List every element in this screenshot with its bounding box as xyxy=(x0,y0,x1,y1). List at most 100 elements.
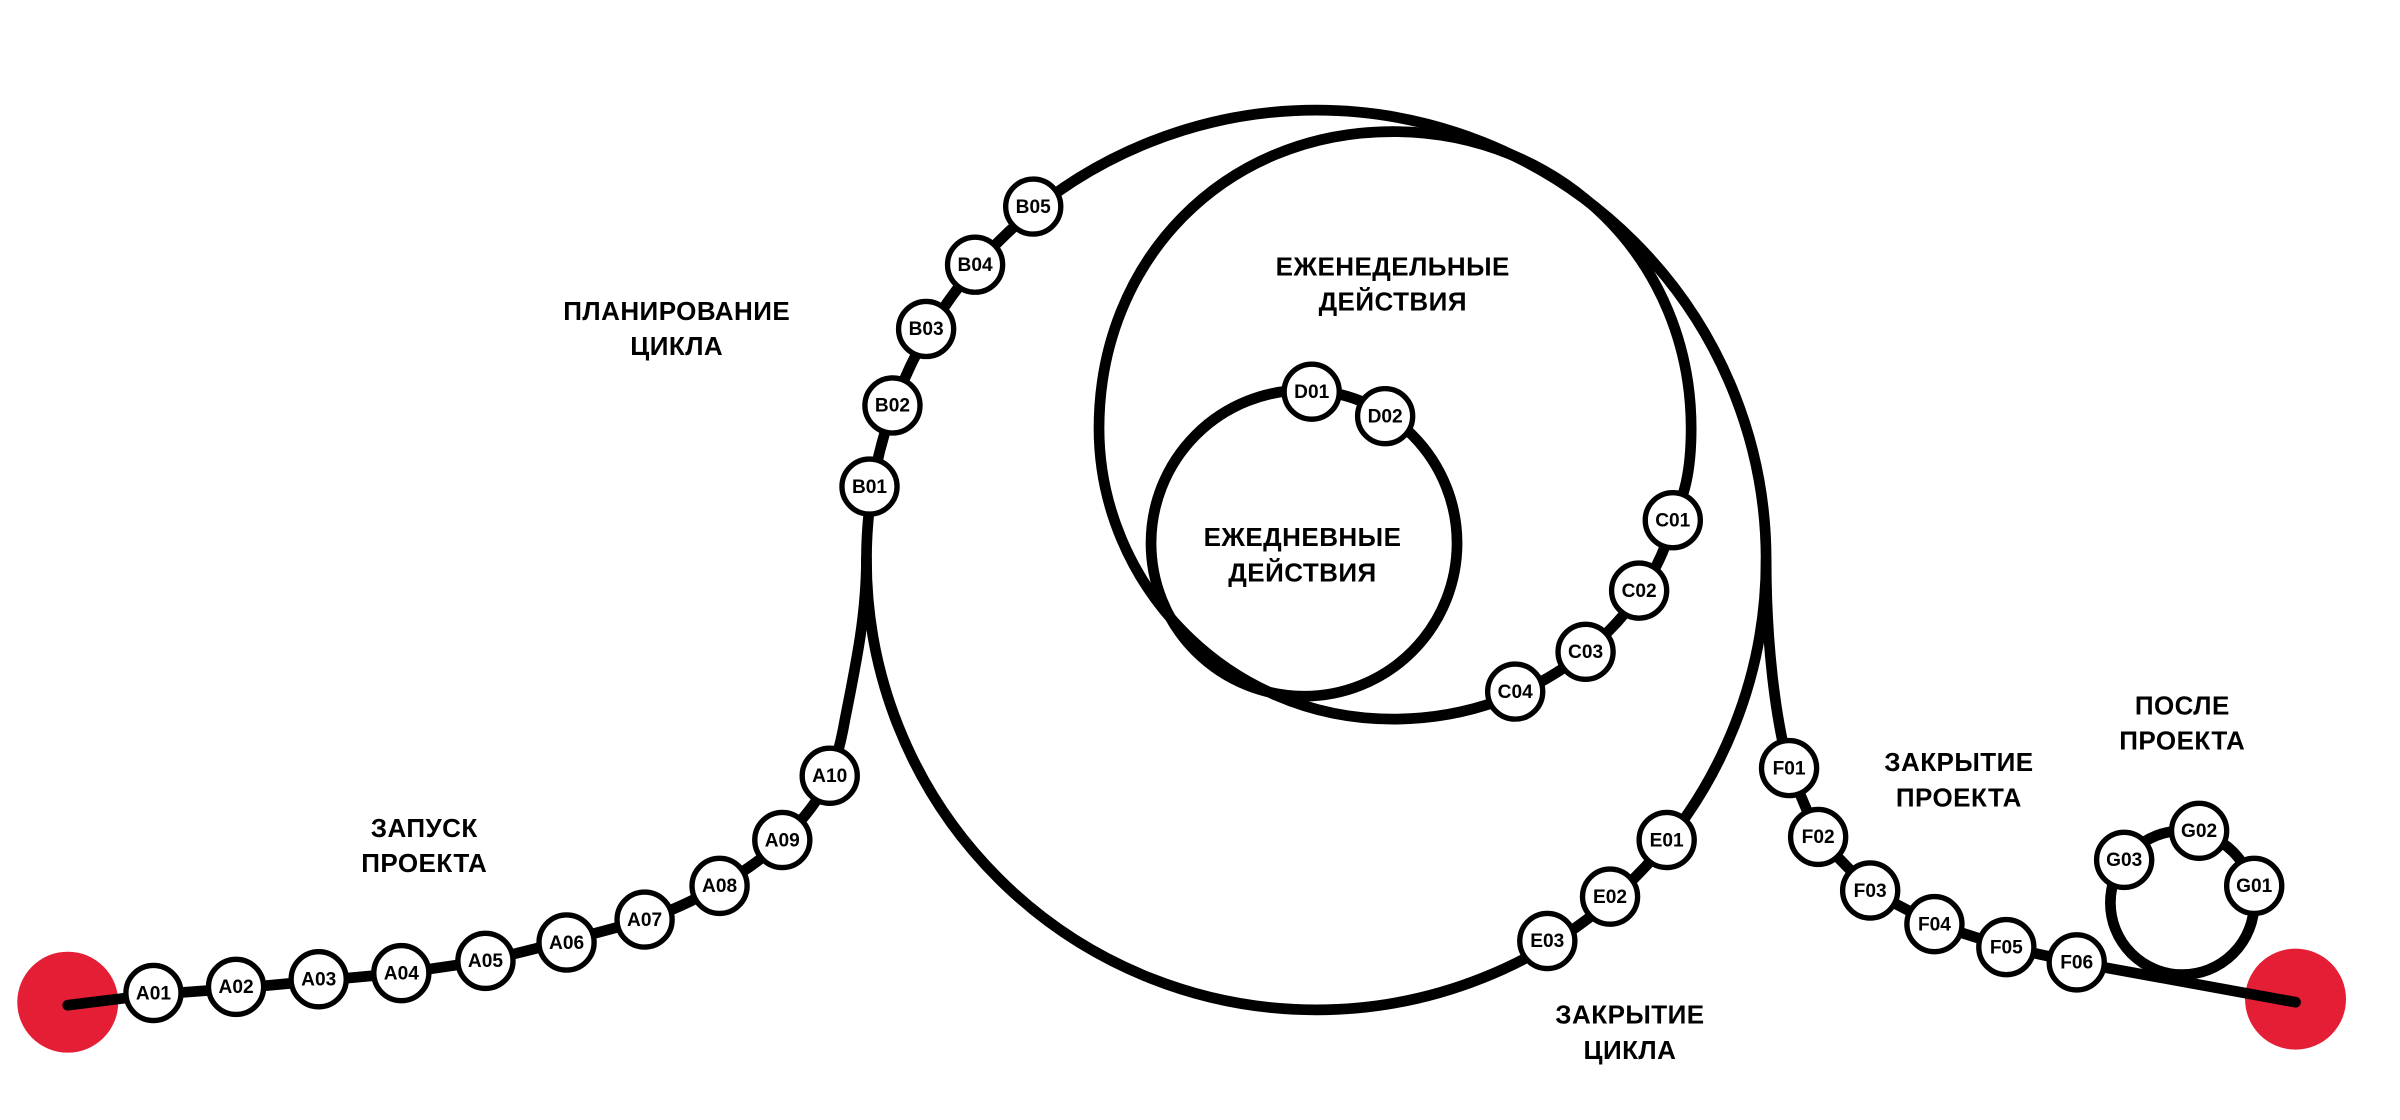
node-label: G02 xyxy=(2181,821,2217,842)
node-f02: F02 xyxy=(1787,806,1849,868)
node-label: C02 xyxy=(1622,581,1657,602)
node-marker xyxy=(1904,893,1965,955)
node-label: F02 xyxy=(1802,827,1835,848)
node-marker xyxy=(1758,737,1820,799)
label-line: ЗАПУСК xyxy=(371,813,478,843)
node-b05: B05 xyxy=(1003,176,1064,237)
node-marker xyxy=(536,912,597,973)
node-label: C01 xyxy=(1655,510,1690,531)
node-marker xyxy=(1517,910,1578,972)
node-label: A01 xyxy=(136,983,171,1004)
node-f05: F05 xyxy=(1976,916,2037,978)
node-a05: A05 xyxy=(455,930,516,992)
node-g03: G03 xyxy=(2093,829,2155,891)
node-label: A02 xyxy=(219,977,254,998)
node-marker xyxy=(371,942,432,1004)
node-label: G03 xyxy=(2106,850,2142,871)
node-marker xyxy=(1484,661,1546,722)
node-f06: F06 xyxy=(2046,932,2107,993)
node-f03: F03 xyxy=(1839,860,1901,921)
label-daily: ЕЖЕДНЕВНЫЕ ДЕЙСТВИЯ xyxy=(1204,522,1402,587)
node-f01: F01 xyxy=(1758,737,1820,799)
node-label: F05 xyxy=(1990,937,2023,958)
node-label: B01 xyxy=(852,477,887,498)
label-line: ПРОЕКТА xyxy=(361,848,487,878)
node-marker xyxy=(1003,176,1064,237)
node-label: C04 xyxy=(1498,682,1533,703)
label-cycle-close: ЗАКРЫТИЕ ЦИКЛА xyxy=(1555,1000,1704,1065)
node-group: A01 A02 A03 A04 A05 A06 A07 A08 A09 A10 B01 B02 B03 B… xyxy=(123,176,2285,1024)
node-label: A04 xyxy=(384,963,419,984)
node-label: D02 xyxy=(1368,406,1403,427)
label-line: ЗАКРЫТИЕ xyxy=(1555,1000,1704,1030)
label-project-close: ЗАКРЫТИЕ ПРОЕКТА xyxy=(1884,747,2033,812)
node-a02: A02 xyxy=(205,956,267,1018)
node-marker xyxy=(1636,809,1697,871)
node-label: E01 xyxy=(1650,830,1684,851)
node-label: E02 xyxy=(1593,887,1627,908)
node-d02: D02 xyxy=(1354,385,1416,447)
node-label: F04 xyxy=(1918,914,1951,935)
node-label: B03 xyxy=(909,319,944,340)
node-marker xyxy=(614,889,675,950)
node-e01: E01 xyxy=(1636,809,1697,871)
node-a07: A07 xyxy=(614,889,675,950)
node-label: A08 xyxy=(702,876,737,897)
node-marker xyxy=(944,234,1006,295)
node-b03: B03 xyxy=(895,298,957,360)
node-a06: A06 xyxy=(536,912,597,973)
node-b04: B04 xyxy=(944,234,1006,295)
label-weekly: ЕЖЕНЕДЕЛЬНЫЕ ДЕЙСТВИЯ xyxy=(1276,251,1510,316)
node-label: A03 xyxy=(301,970,336,991)
label-line: ЗАКРЫТИЕ xyxy=(1884,747,2033,777)
node-label: A07 xyxy=(627,910,662,931)
label-after-project: ПОСЛЕ ПРОЕКТА xyxy=(2119,691,2245,756)
node-label: F01 xyxy=(1773,758,1806,779)
node-marker xyxy=(1642,489,1704,551)
node-label: A06 xyxy=(549,933,584,954)
label-line: ПОСЛЕ xyxy=(2135,691,2230,721)
node-label: D01 xyxy=(1294,382,1329,403)
node-b01: B01 xyxy=(839,456,900,517)
node-a04: A04 xyxy=(371,942,432,1004)
node-marker xyxy=(839,456,900,517)
node-marker xyxy=(2223,855,2285,917)
node-marker xyxy=(288,949,349,1010)
node-marker xyxy=(205,956,267,1018)
node-marker xyxy=(1976,916,2037,978)
node-label: A10 xyxy=(812,766,847,787)
node-marker xyxy=(2046,932,2107,993)
node-label: B04 xyxy=(958,255,993,276)
node-label: F06 xyxy=(2060,953,2093,974)
label-line: ПЛАНИРОВАНИЕ xyxy=(563,296,790,326)
node-label: A09 xyxy=(765,830,800,851)
node-marker xyxy=(1354,385,1416,447)
label-line: ПРОЕКТА xyxy=(2119,726,2245,756)
node-marker xyxy=(895,298,957,360)
node-marker xyxy=(123,962,184,1024)
node-f04: F04 xyxy=(1904,893,1965,955)
node-marker xyxy=(799,745,860,806)
node-marker xyxy=(862,375,923,436)
node-marker xyxy=(1787,806,1849,868)
node-label: G01 xyxy=(2236,876,2272,897)
node-label: F03 xyxy=(1854,881,1887,902)
node-a09: A09 xyxy=(752,809,813,871)
node-c01: C01 xyxy=(1642,489,1704,551)
node-marker xyxy=(1839,860,1901,921)
label-line: ДЕЙСТВИЯ xyxy=(1319,287,1467,317)
node-a01: A01 xyxy=(123,962,184,1024)
node-marker xyxy=(1608,560,1670,621)
node-marker xyxy=(689,855,750,917)
node-label: B02 xyxy=(875,396,910,417)
label-line: ЕЖЕДНЕВНЫЕ xyxy=(1204,522,1402,552)
node-marker xyxy=(2168,800,2230,862)
label-line: ДЕЙСТВИЯ xyxy=(1228,557,1376,587)
node-label: E03 xyxy=(1530,931,1564,952)
label-line: ЦИКЛА xyxy=(630,331,723,361)
node-e02: E02 xyxy=(1579,866,1641,927)
node-d01: D01 xyxy=(1281,361,1342,422)
node-e03: E03 xyxy=(1517,910,1578,972)
node-marker xyxy=(455,930,516,992)
